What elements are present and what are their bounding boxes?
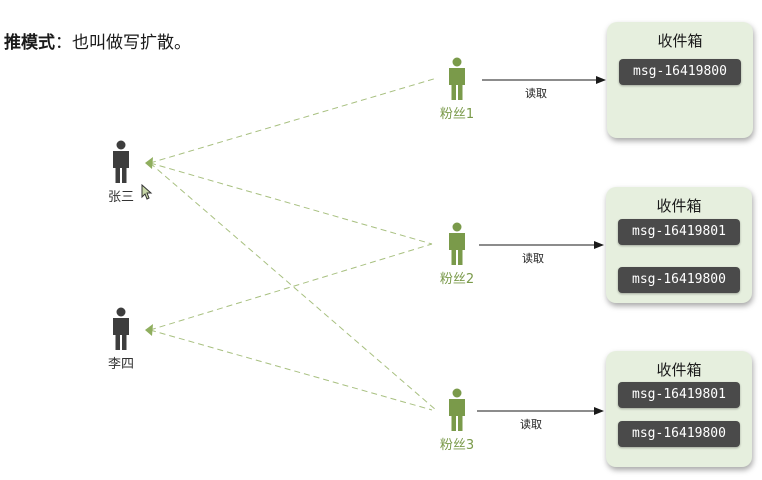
link-zhangsan-fan3 [149,162,437,411]
arrowhead-zhangsan [145,157,153,169]
message-card: msg-16419801 [618,219,740,245]
person-icon [449,388,465,431]
message-card: msg-16419800 [619,59,741,85]
link-lisi-fan3 [149,329,433,411]
person-icon [449,222,465,265]
author-lisi: 李四 [101,307,141,372]
follower-label: 粉丝3 [439,438,475,453]
person-icon [449,57,465,100]
arrowhead-lisi [145,324,153,336]
person-icon [113,140,129,183]
message-card: msg-16419800 [618,421,740,447]
follower-label: 粉丝2 [439,272,475,287]
author-label: 李四 [107,357,134,372]
link-zhangsan-fan1 [149,77,438,164]
message-card: msg-16419801 [618,382,740,408]
follower-fan2: 粉丝2 [437,222,477,287]
person-icon [113,307,129,350]
follower-fan3: 粉丝3 [437,388,477,453]
follower-fan1: 粉丝1 [437,57,477,122]
message-card: msg-16419800 [618,267,740,293]
page-title: 推模式：也叫做写扩散。 [4,28,191,53]
inbox-2: 收件箱 msg-16419801 msg-16419800 [606,187,752,303]
mouse-cursor-icon [141,184,153,200]
read-label-3: 读取 [520,418,542,431]
follower-label: 粉丝1 [439,107,475,122]
title-rest: ：也叫做写扩散。 [55,33,191,53]
inbox-3: 收件箱 msg-16419801 msg-16419800 [606,351,752,467]
inbox-title: 收件箱 [657,32,703,50]
inbox-title: 收件箱 [656,361,702,379]
author-label: 张三 [107,190,134,205]
inbox-1: 收件箱 msg-16419800 [607,22,753,138]
inbox-title: 收件箱 [656,197,702,215]
author-zhangsan: 张三 [101,140,141,205]
read-label-1: 读取 [525,87,547,100]
link-lisi-fan2 [149,243,433,331]
read-label-2: 读取 [522,252,544,265]
link-zhangsan-fan2 [149,162,433,245]
title-bold: 推模式 [4,33,55,53]
